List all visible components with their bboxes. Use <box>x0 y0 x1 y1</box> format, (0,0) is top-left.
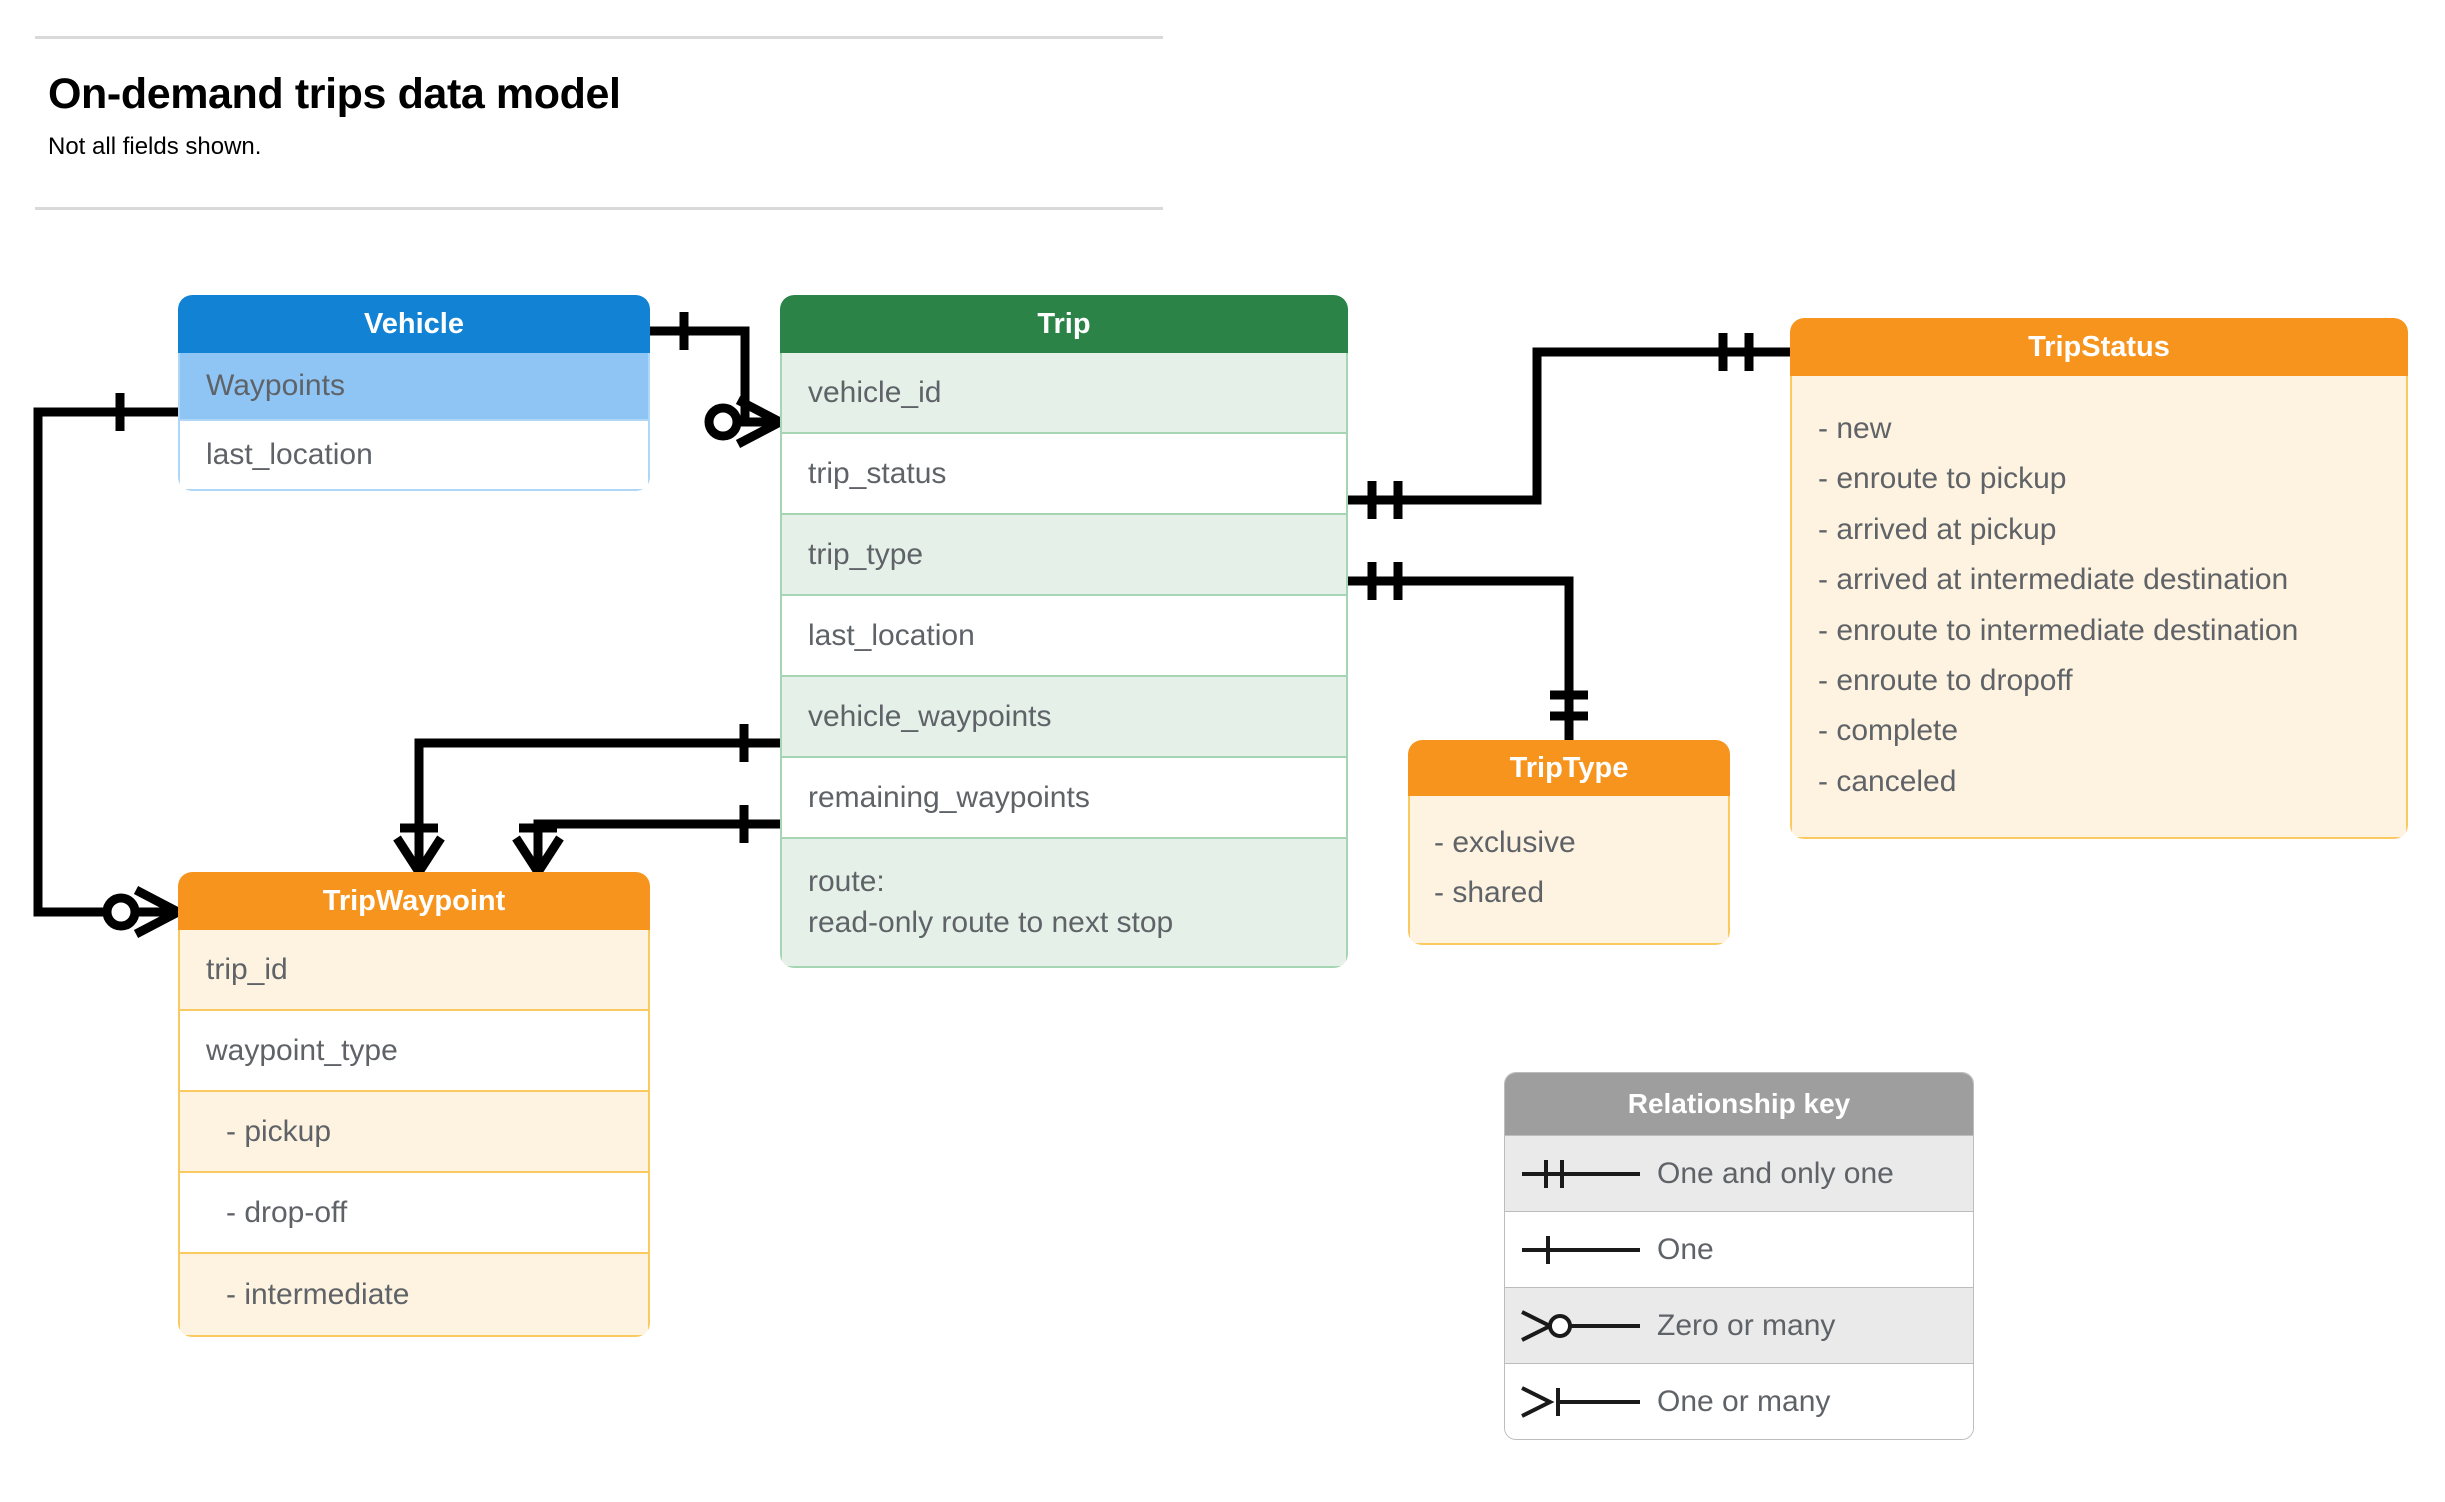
legend-row-one-and-only-one: One and only one <box>1505 1135 1973 1211</box>
one-or-many-icon <box>1505 1382 1657 1422</box>
legend-row-one-or-many: One or many <box>1505 1363 1973 1439</box>
waypoint-type-value: - pickup <box>180 1092 648 1173</box>
header-divider-top <box>35 36 1163 39</box>
status-value: - enroute to pickup <box>1818 462 2067 496</box>
one-icon <box>1505 1230 1657 1270</box>
one-and-only-one-icon <box>1505 1154 1657 1194</box>
field-route-label: route: <box>808 865 885 898</box>
entity-trip-type[interactable]: TripType - exclusive - shared <box>1408 740 1730 945</box>
crow-trip-vehicleid <box>735 396 783 448</box>
status-value: - complete <box>1818 714 1959 748</box>
legend-label: Zero or many <box>1657 1308 1836 1342</box>
trip-type-value: - exclusive <box>1434 826 1576 859</box>
field-trip-id[interactable]: trip_id <box>180 930 648 1011</box>
entity-trip-status-title: TripStatus <box>1790 318 2408 376</box>
status-value: - enroute to intermediate destination <box>1818 613 2299 647</box>
trip-type-value: - shared <box>1434 876 1545 910</box>
zero-circle-trip-vehicleid <box>704 403 742 441</box>
waypoint-type-value: - drop-off <box>180 1173 648 1254</box>
page-title: On-demand trips data model <box>48 70 621 118</box>
legend-row-one: One <box>1505 1211 1973 1287</box>
field-route-description: read-only route to next stop <box>808 906 1174 940</box>
status-value: - new <box>1818 412 1892 445</box>
crow-tw-top-a <box>393 835 445 875</box>
conn-vehicle-waypoints-field <box>414 738 780 872</box>
zero-circle-tripwaypoint-left <box>102 893 140 931</box>
zero-or-many-icon <box>1505 1306 1657 1346</box>
crow-tripwaypoint-left <box>133 886 181 938</box>
relationship-key-legend: Relationship key One and only one <box>1504 1072 1974 1440</box>
conn-tripstatus <box>1348 347 1790 505</box>
legend-label: One <box>1657 1232 1714 1266</box>
entity-vehicle[interactable]: Vehicle Waypoints last_location <box>178 295 650 491</box>
field-last-location[interactable]: last_location <box>180 421 648 489</box>
status-value: - canceled <box>1818 764 1957 798</box>
status-value: - arrived at pickup <box>1818 512 2057 546</box>
conn-triptype <box>1348 576 1574 740</box>
field-trip-status[interactable]: trip_status <box>782 434 1346 515</box>
field-last-location[interactable]: last_location <box>782 596 1346 677</box>
status-value: - enroute to dropoff <box>1818 663 2073 697</box>
field-vehicle-id[interactable]: vehicle_id <box>782 353 1346 434</box>
entity-vehicle-fields: Waypoints last_location <box>178 353 650 491</box>
entity-trip[interactable]: Trip vehicle_id trip_status trip_type la… <box>780 295 1348 968</box>
entity-trip-fields: vehicle_id trip_status trip_type last_lo… <box>780 353 1348 968</box>
entity-trip-waypoint-fields: trip_id waypoint_type - pickup - drop-of… <box>178 930 650 1337</box>
entity-trip-waypoint-title: TripWaypoint <box>178 872 650 930</box>
entity-trip-type-title: TripType <box>1408 740 1730 796</box>
legend-label: One and only one <box>1657 1156 1894 1190</box>
field-waypoints[interactable]: Waypoints <box>180 353 648 421</box>
field-trip-type[interactable]: trip_type <box>782 515 1346 596</box>
entity-trip-status[interactable]: TripStatus - new - enroute to pickup - a… <box>1790 318 2408 840</box>
conn-vehicle-trip <box>650 326 780 427</box>
field-waypoint-type[interactable]: waypoint_type <box>180 1011 648 1092</box>
legend-row-zero-or-many: Zero or many <box>1505 1287 1973 1363</box>
field-route[interactable]: route: read-only route to next stop <box>782 839 1346 966</box>
entity-trip-type-values: - exclusive - shared <box>1408 796 1730 945</box>
waypoint-type-value: - intermediate <box>180 1254 648 1335</box>
legend-title: Relationship key <box>1505 1073 1973 1135</box>
header-divider-bottom <box>35 207 1163 210</box>
field-vehicle-waypoints[interactable]: vehicle_waypoints <box>782 677 1346 758</box>
entity-trip-status-values: - new - enroute to pickup - arrived at p… <box>1790 376 2408 840</box>
status-value: - arrived at intermediate destination <box>1818 563 2289 597</box>
entity-trip-waypoint[interactable]: TripWaypoint trip_id waypoint_type - pic… <box>178 872 650 1337</box>
page-subtitle: Not all fields shown. <box>48 133 262 160</box>
entity-trip-title: Trip <box>780 295 1348 353</box>
crow-tw-top-b <box>512 835 564 875</box>
conn-vehicle-waypoints-tripwaypoint <box>33 407 178 917</box>
entity-vehicle-title: Vehicle <box>178 295 650 353</box>
field-remaining-waypoints[interactable]: remaining_waypoints <box>782 758 1346 839</box>
legend-label: One or many <box>1657 1384 1831 1418</box>
